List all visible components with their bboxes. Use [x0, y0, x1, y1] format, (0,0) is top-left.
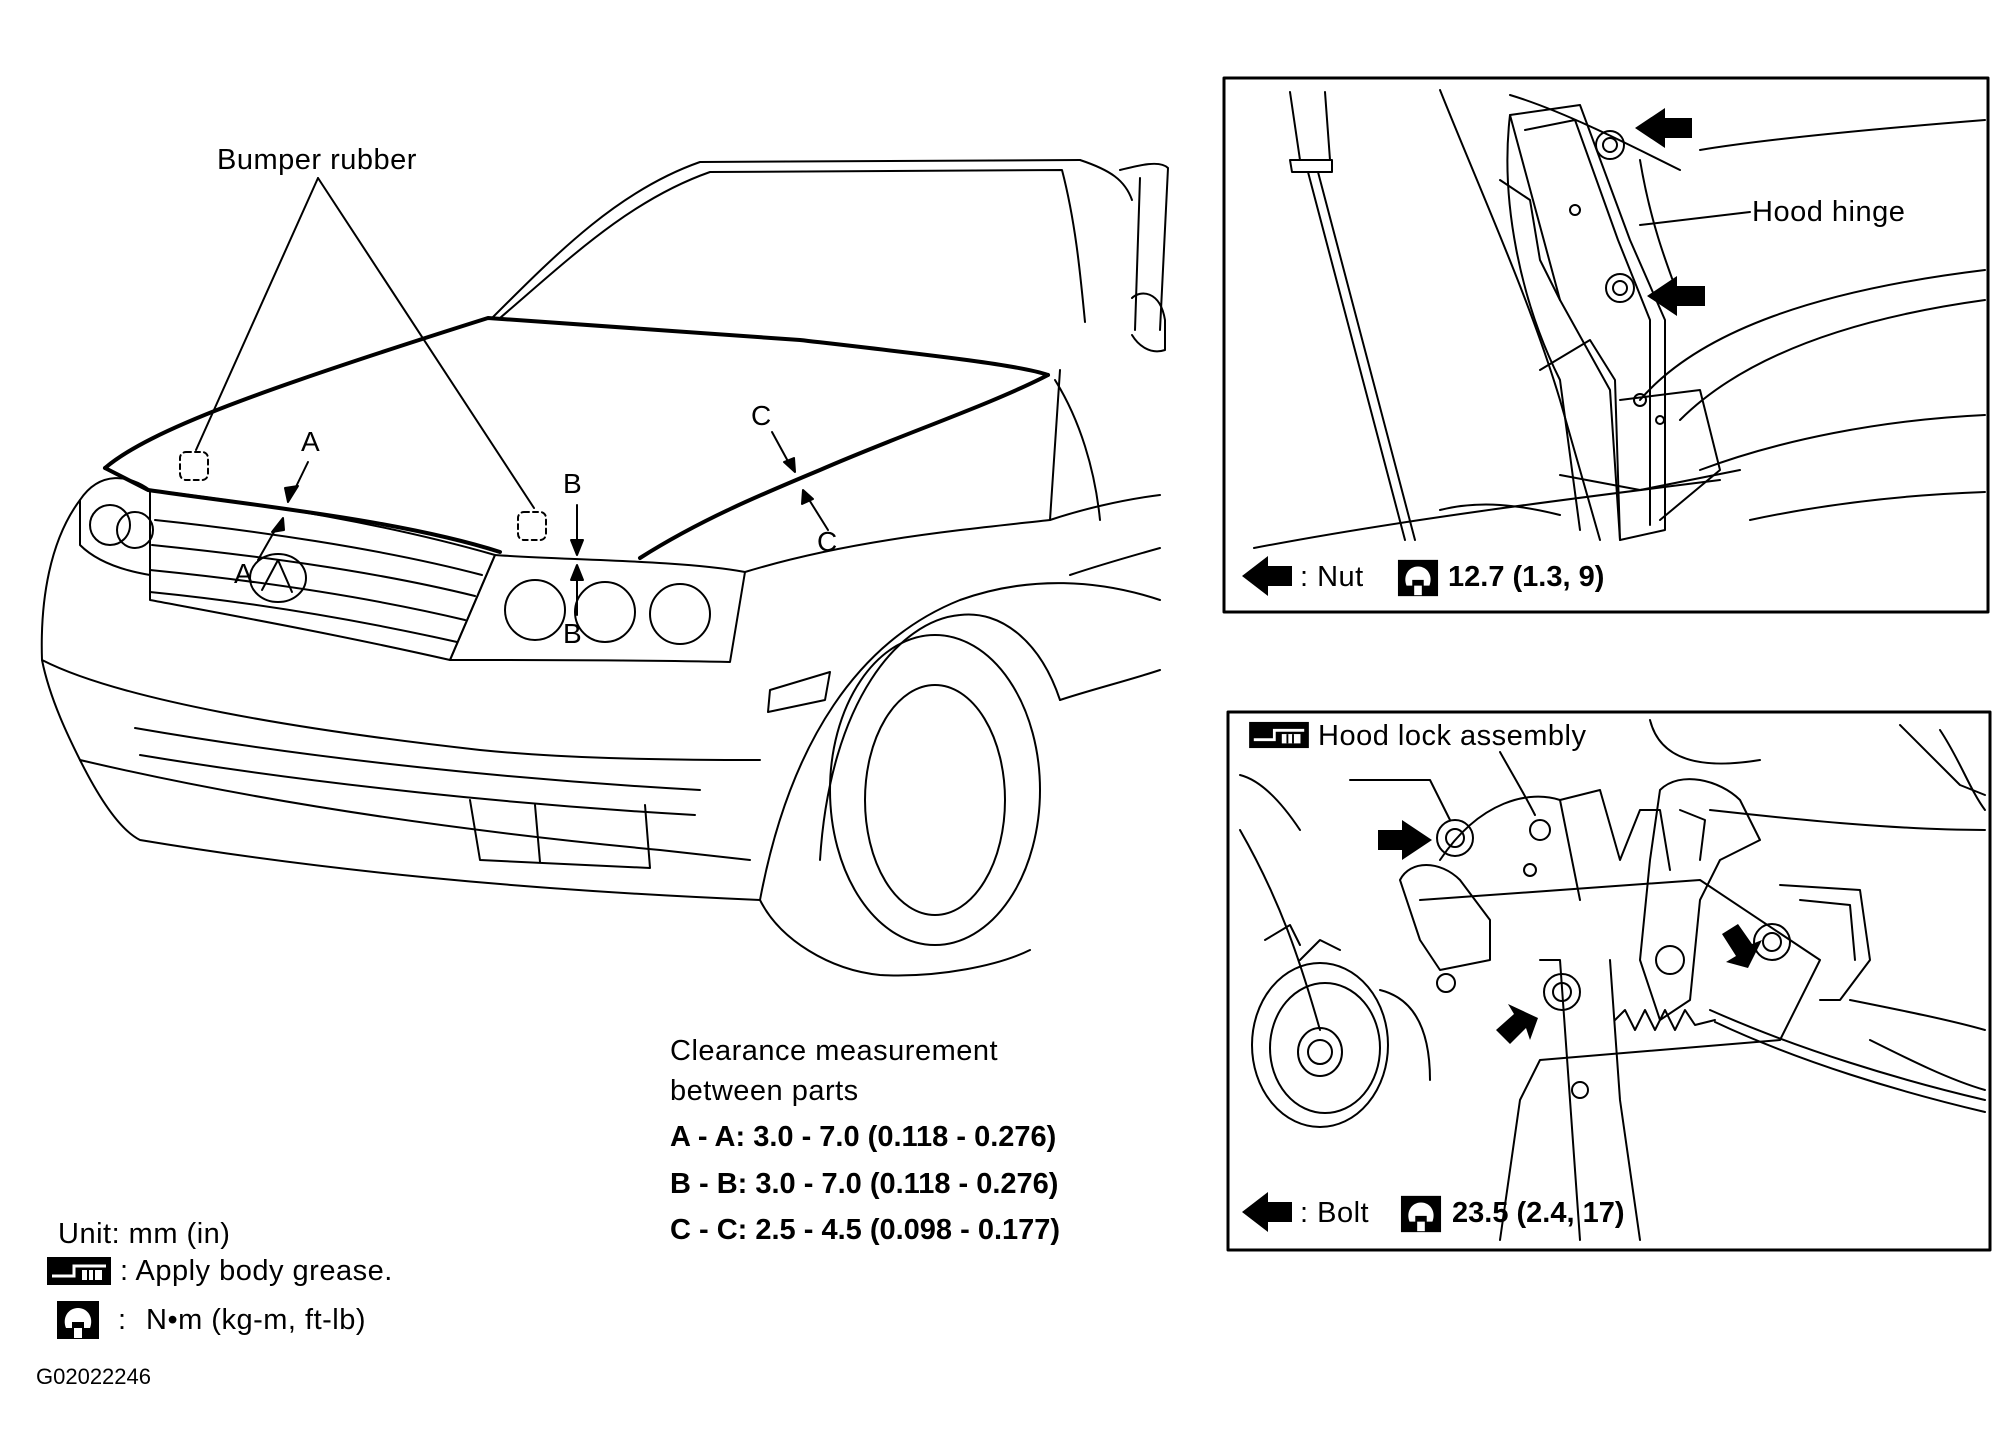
hood-lock-assembly-label: Hood lock assembly	[1318, 720, 1587, 752]
bolt-fastener-label: : Bolt	[1300, 1197, 1370, 1229]
legend-arrow-icons	[1242, 556, 1292, 1232]
unit-label: Unit: mm (in)	[58, 1218, 231, 1250]
bumper-rubber-leaders	[195, 177, 535, 509]
clearance-row-a: A - A: 3.0 - 7.0 (0.118 - 0.276)	[670, 1121, 1057, 1153]
lock-panel-drawing	[1226, 710, 1992, 1252]
torque-wrench-icon-lock	[1400, 1195, 1442, 1233]
clearance-arrows	[257, 431, 829, 616]
nut-fastener-label: : Nut	[1300, 561, 1364, 593]
clearance-title-line1: Clearance measurement	[670, 1035, 999, 1067]
nut-arrows	[1635, 108, 1705, 316]
nut-torque-value: 12.7 (1.3, 9)	[1448, 561, 1605, 593]
car-front-view	[40, 159, 1169, 977]
clearance-letter-b-bottom: B	[563, 618, 582, 649]
clearance-row-b: B - B: 3.0 - 7.0 (0.118 - 0.276)	[670, 1168, 1059, 1200]
grease-icon-lock	[1249, 721, 1309, 749]
clearance-letter-c-bottom: C	[817, 526, 838, 557]
hinge-panel-drawing	[1222, 76, 1990, 614]
grease-icon	[47, 1257, 111, 1285]
clearance-letter-a-top: A	[301, 426, 320, 457]
bolt-torque-value: 23.5 (2.4, 17)	[1452, 1197, 1625, 1229]
figure-id: G02022246	[36, 1364, 151, 1389]
torque-wrench-icon	[57, 1301, 99, 1339]
clearance-letter-c-top: C	[751, 400, 772, 431]
bumper-rubber-label: Bumper rubber	[217, 144, 417, 176]
hood-hinge-label: Hood hinge	[1752, 196, 1906, 228]
clearance-row-c: C - C: 2.5 - 4.5 (0.098 - 0.177)	[670, 1214, 1061, 1246]
clearance-letter-b-top: B	[563, 468, 582, 499]
clearance-letter-a-bottom: A	[234, 558, 253, 589]
grease-legend-text: : Apply body grease.	[120, 1255, 393, 1287]
torque-wrench-icon-hinge	[1397, 559, 1439, 597]
torque-legend-unit: N•m (kg-m, ft-lb)	[146, 1304, 367, 1336]
clearance-title-line2: between parts	[670, 1075, 859, 1107]
bolt-arrows	[1378, 820, 1762, 1044]
torque-legend-colon: :	[118, 1304, 127, 1336]
